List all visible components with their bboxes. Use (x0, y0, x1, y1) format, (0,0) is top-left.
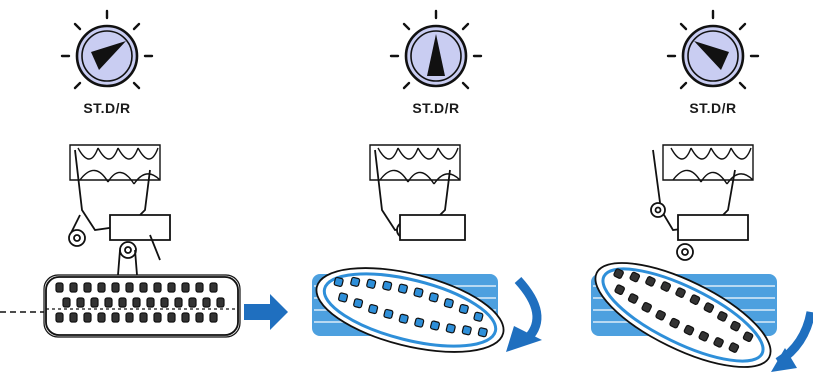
knob-dial-icon (665, 8, 761, 104)
shock-spring-icon (663, 145, 753, 184)
knob-1 (59, 8, 155, 104)
shock-spring-icon (370, 145, 460, 184)
knob-3 (665, 8, 761, 104)
right-arrow-icon (244, 294, 288, 330)
knob-label: ST.D/R (59, 100, 155, 116)
shock-spring-icon (70, 145, 160, 184)
knob-label: ST.D/R (388, 100, 484, 116)
tire-icon (44, 275, 240, 337)
wheel-turned-medium-panel (300, 140, 560, 373)
knob-dial-icon (388, 8, 484, 104)
wheel-turned-full-panel (553, 140, 813, 373)
wheel-straight-panel (0, 140, 260, 373)
tire-icon (308, 252, 512, 368)
wheel-straight-icon (0, 140, 260, 373)
wheel-turned-icon (300, 140, 560, 373)
knob-label: ST.D/R (665, 100, 761, 116)
curved-arrow-icon (506, 280, 542, 352)
knob-dial-icon (59, 8, 155, 104)
knob-2 (388, 8, 484, 104)
wheel-turned-icon (553, 140, 813, 373)
